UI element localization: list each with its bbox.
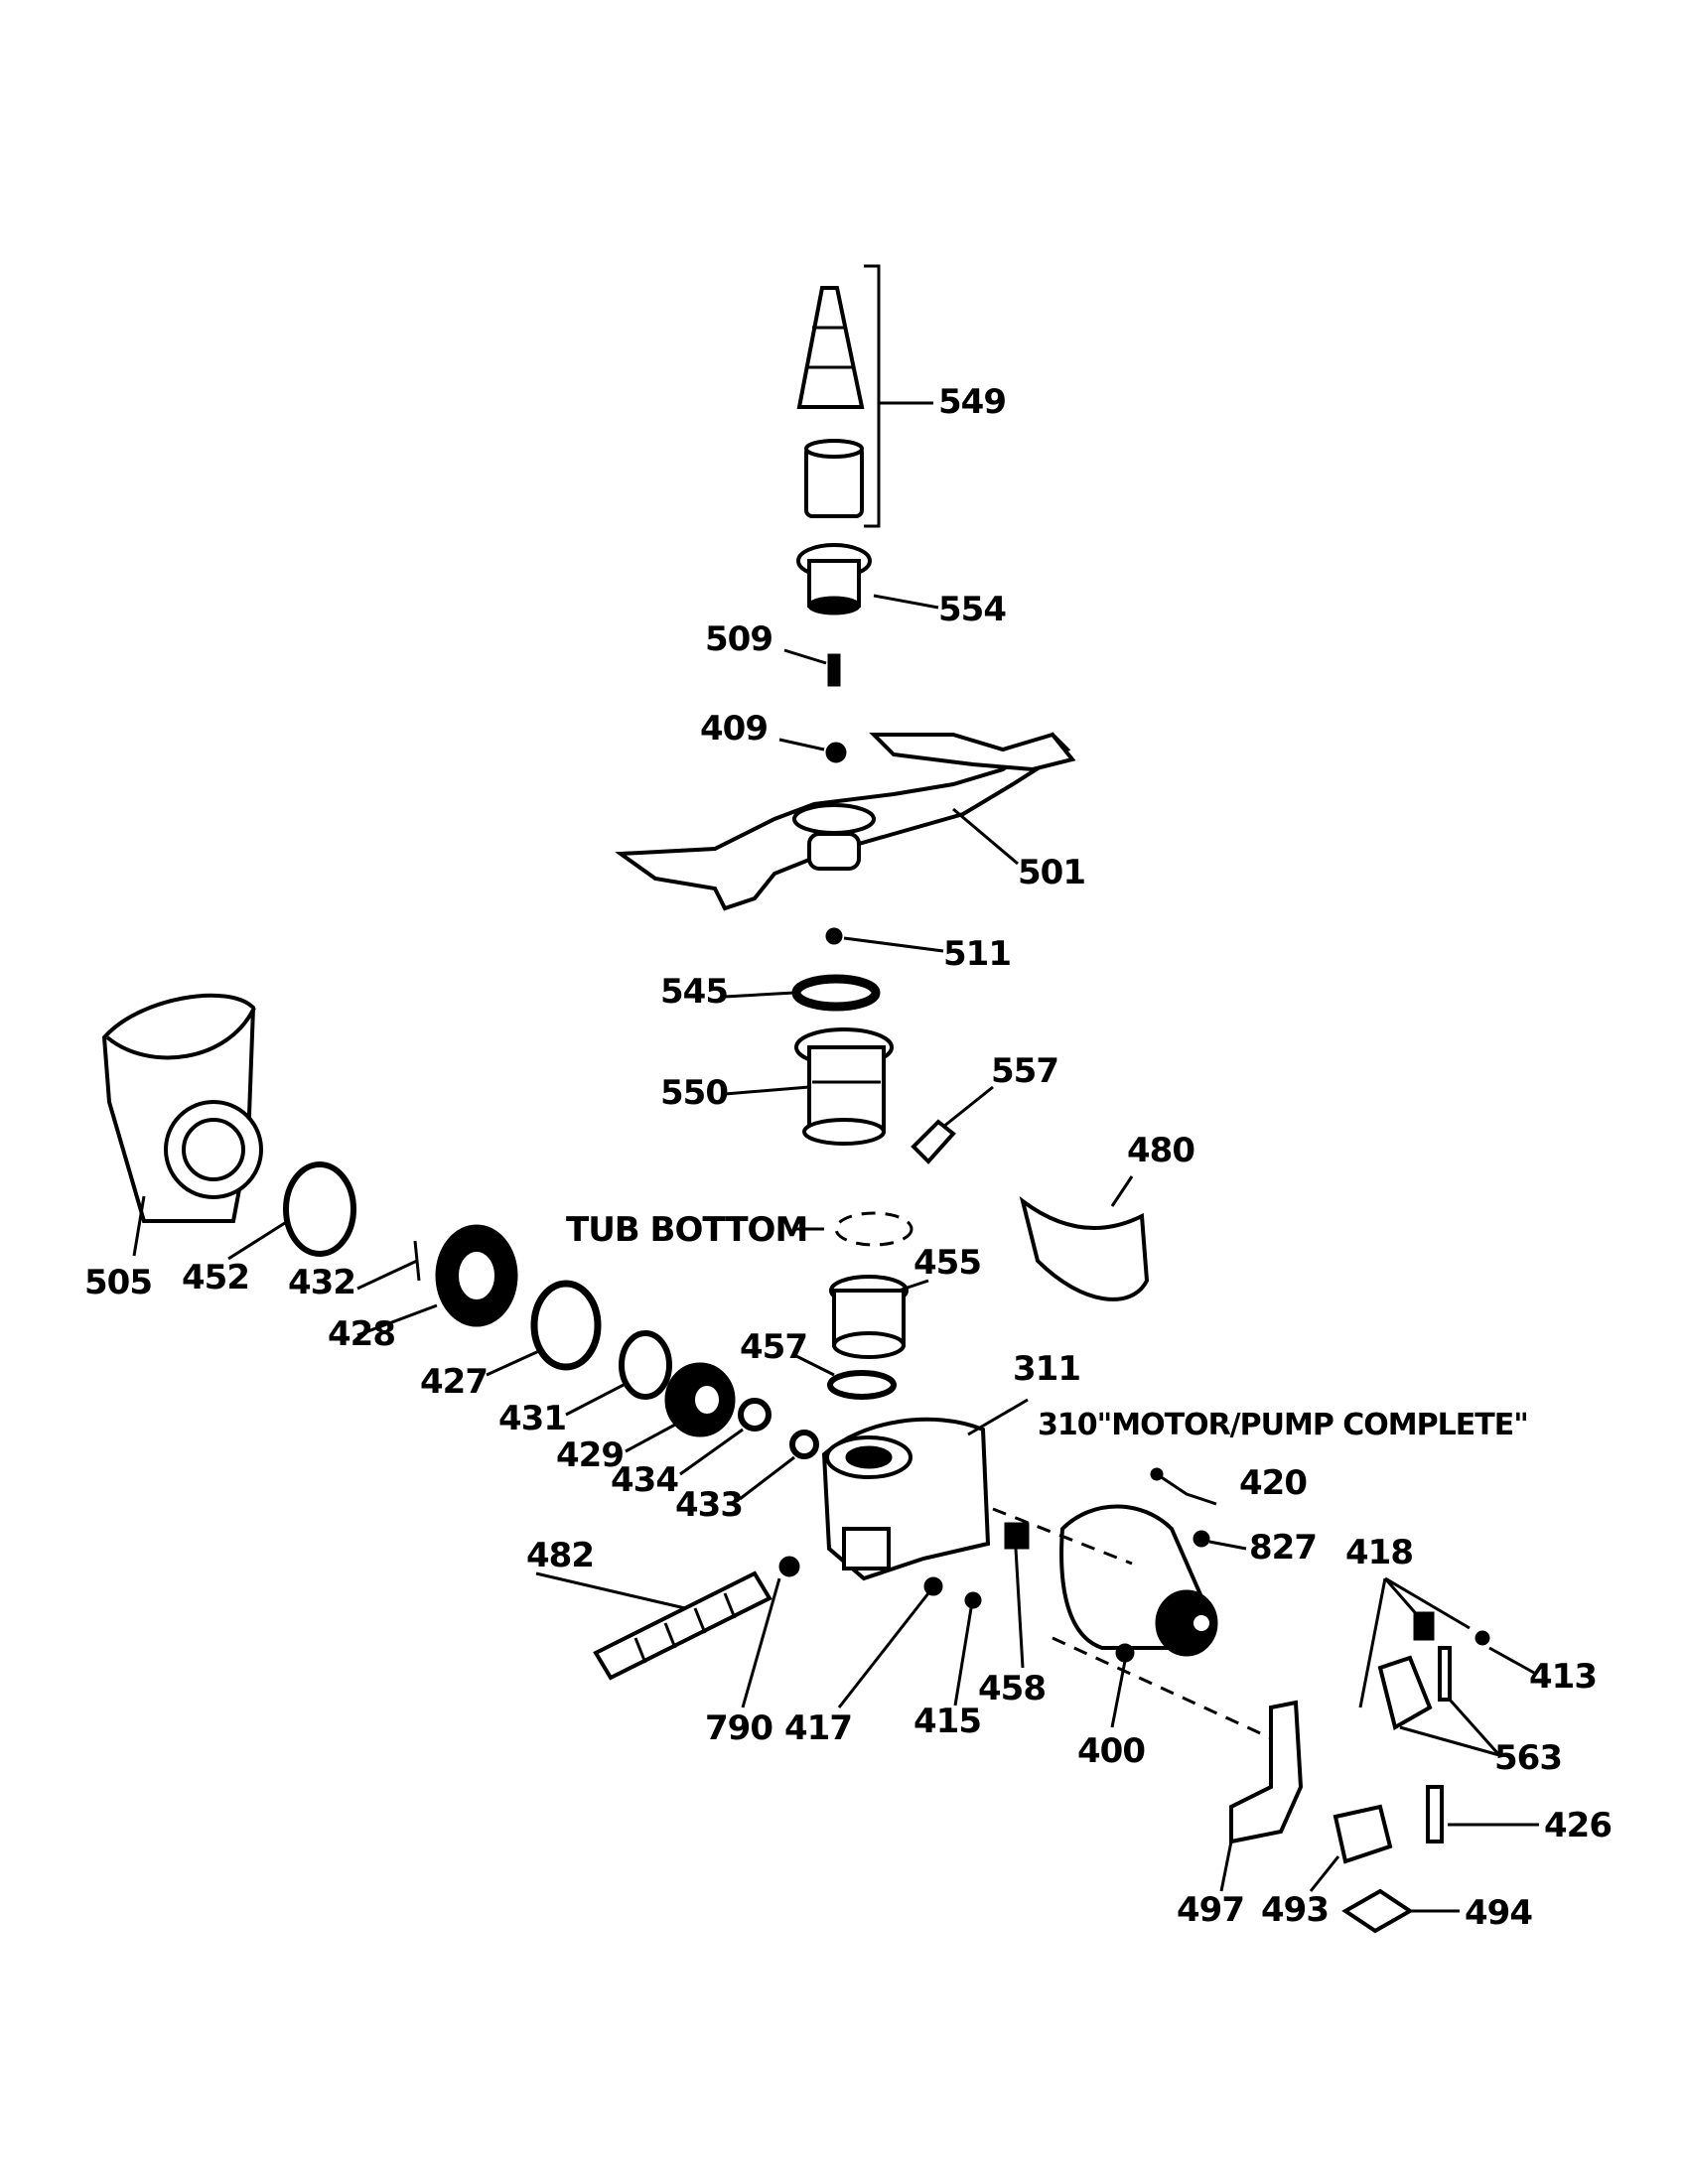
part-426-pin: [1426, 1785, 1539, 1843]
part-501-wash-arm: [615, 732, 1076, 911]
part-452-clamp: [227, 1161, 356, 1261]
motor-pump-complete-label: 310"MOTOR/PUMP COMPLETE": [1038, 1408, 1528, 1442]
part-434-washer: [679, 1398, 772, 1476]
callout-557: 557: [991, 1051, 1058, 1091]
callout-790: 790: [705, 1708, 772, 1748]
callout-505: 505: [84, 1263, 152, 1302]
callout-457: 457: [740, 1327, 807, 1367]
callout-433: 433: [675, 1485, 743, 1525]
part-310-motor: [992, 1504, 1292, 1749]
part-433-nut: [739, 1430, 819, 1501]
callout-827: 827: [1249, 1528, 1317, 1568]
callout-432: 432: [288, 1263, 355, 1302]
callout-493: 493: [1261, 1890, 1329, 1930]
part-482-hose: [535, 1570, 772, 1681]
part-494-clip: [1341, 1888, 1460, 1934]
part-505-sump-housing: [101, 993, 263, 1257]
part-420-wire: [1150, 1467, 1217, 1506]
part-427-ring: [486, 1280, 602, 1377]
callout-501: 501: [1018, 853, 1085, 892]
part-400-screw: [1110, 1643, 1135, 1728]
callout-482: 482: [526, 1536, 594, 1575]
tub-bottom-label: TUB BOTTOM: [566, 1210, 807, 1250]
callout-400: 400: [1077, 1731, 1145, 1771]
part-458-nut: [1004, 1522, 1030, 1669]
callout-420: 420: [1239, 1463, 1307, 1503]
part-455-seal: [829, 1275, 929, 1359]
part-428-filter: [356, 1224, 518, 1337]
part-511-clip: [825, 927, 944, 953]
part-409-washer: [778, 738, 847, 763]
tub-bottom-ring: [794, 1211, 913, 1247]
part-827-screw: [1193, 1530, 1247, 1551]
callout-431: 431: [498, 1399, 566, 1438]
callout-428: 428: [328, 1314, 395, 1354]
callout-417: 417: [784, 1708, 852, 1748]
callout-452: 452: [182, 1258, 249, 1297]
part-497-bracket: [1219, 1700, 1304, 1892]
callout-480: 480: [1127, 1131, 1194, 1170]
part-480-guard: [1019, 1175, 1150, 1301]
part-790-screw: [741, 1556, 800, 1708]
callout-413: 413: [1529, 1657, 1597, 1697]
callout-429: 429: [556, 1435, 624, 1475]
callout-497: 497: [1177, 1890, 1244, 1930]
callout-458: 458: [978, 1669, 1046, 1708]
part-549-spray-tower: [796, 264, 933, 528]
part-493-block: [1309, 1804, 1393, 1892]
part-509-screw: [783, 648, 841, 687]
callout-494: 494: [1465, 1893, 1532, 1933]
part-431-ring: [565, 1330, 672, 1417]
part-418-bracket: [1358, 1576, 1535, 1757]
part-457-clamp: [793, 1353, 897, 1400]
callout-550: 550: [660, 1073, 728, 1113]
callout-427: 427: [420, 1362, 488, 1402]
part-550-housing: [724, 1027, 894, 1146]
part-415-screw: [953, 1591, 982, 1706]
part-545-ring: [724, 974, 881, 1012]
callout-426: 426: [1544, 1806, 1612, 1845]
part-417-washer: [837, 1576, 943, 1708]
callout-311: 311: [1013, 1349, 1080, 1389]
callout-509: 509: [705, 619, 772, 659]
part-557-clip: [911, 1085, 994, 1164]
callout-434: 434: [611, 1460, 678, 1500]
callout-563: 563: [1494, 1738, 1562, 1778]
callout-418: 418: [1345, 1533, 1413, 1572]
callout-545: 545: [660, 972, 728, 1012]
callout-549: 549: [938, 382, 1006, 422]
callout-554: 554: [938, 590, 1006, 629]
callout-455: 455: [913, 1243, 981, 1283]
callout-511: 511: [943, 934, 1011, 974]
callout-409: 409: [700, 709, 768, 749]
part-311-pump-housing: [821, 1398, 1029, 1581]
callout-415: 415: [913, 1702, 981, 1741]
part-554-nut: [796, 543, 939, 615]
part-429-impeller: [625, 1362, 736, 1453]
